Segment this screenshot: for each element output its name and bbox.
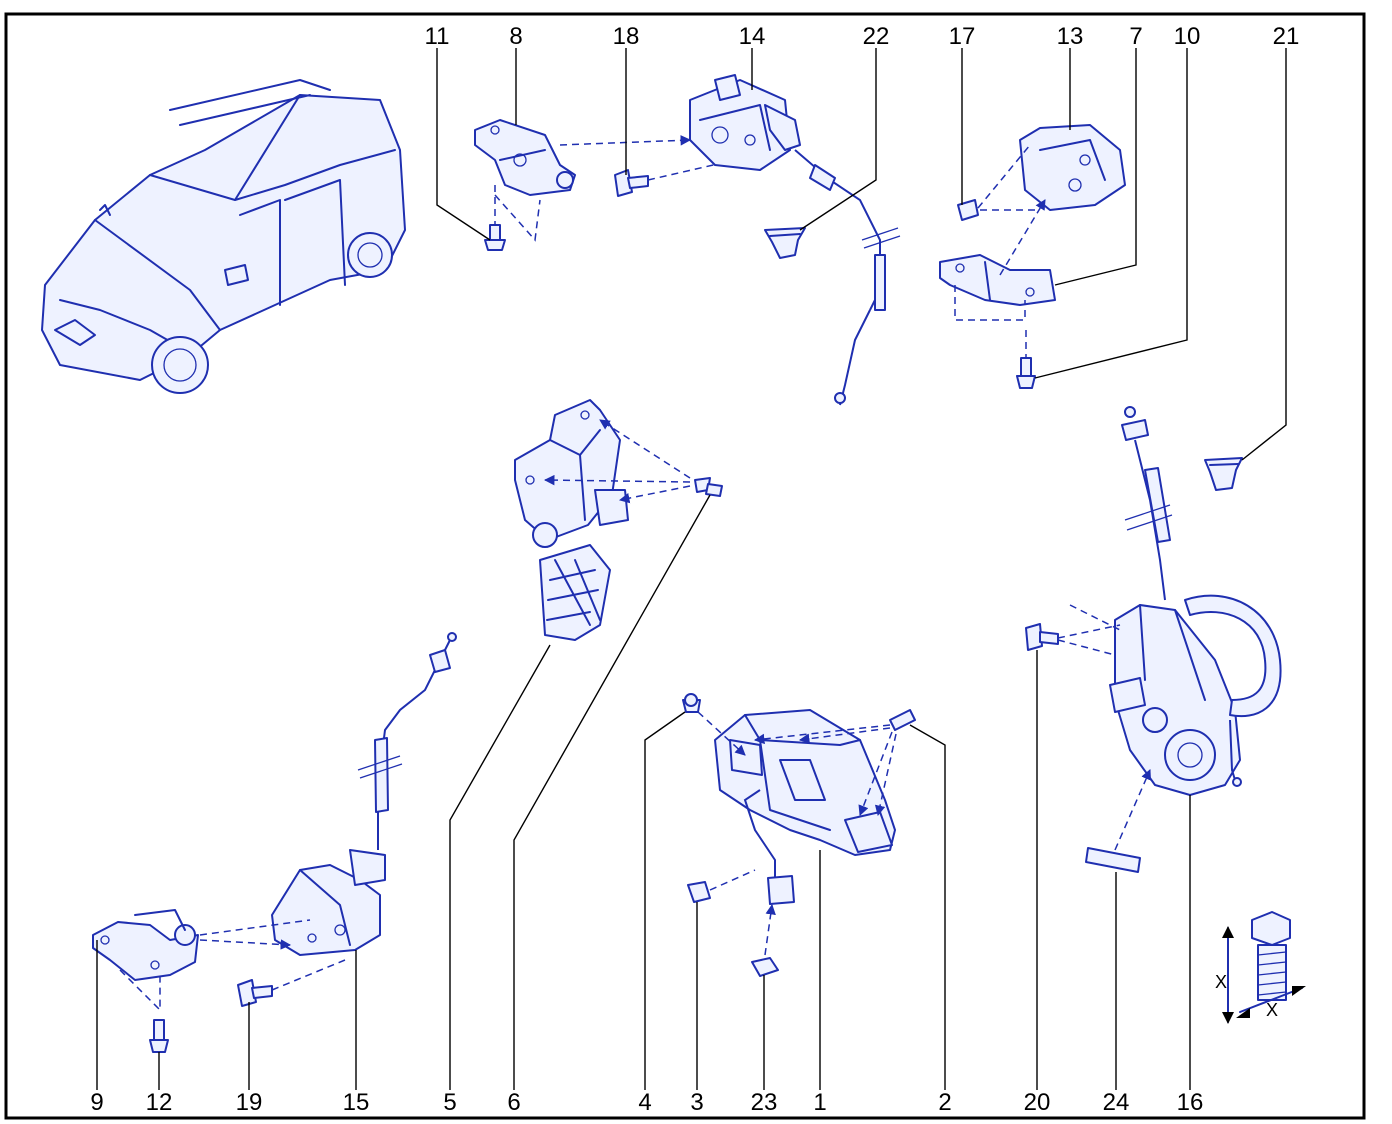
callout-2: 2	[938, 1089, 951, 1116]
lock-1	[714, 709, 896, 856]
lock-15	[271, 849, 386, 956]
callout-1: 1	[813, 1089, 826, 1116]
lock-14	[689, 74, 801, 171]
leader-lines	[96, 48, 1287, 1090]
screw-3	[687, 881, 711, 903]
screw-18	[614, 169, 649, 197]
callout-23: 23	[751, 1089, 778, 1116]
callout-13: 13	[1057, 23, 1084, 50]
screw-12	[149, 1019, 169, 1053]
screw-6	[694, 477, 723, 497]
bracket-7	[939, 254, 1056, 306]
hinge-5	[514, 399, 629, 641]
callout-7: 7	[1129, 23, 1142, 50]
screw-2	[889, 709, 916, 731]
vehicle-illustration	[41, 79, 406, 394]
callout-10: 10	[1174, 23, 1201, 50]
callout-21: 21	[1273, 23, 1300, 50]
hinge-9	[92, 909, 199, 981]
callout-18: 18	[613, 23, 640, 50]
callout-6: 6	[507, 1089, 520, 1116]
thread-length-label: X	[1215, 972, 1227, 992]
lock-16	[1109, 594, 1282, 796]
callout-17: 17	[949, 23, 976, 50]
screw-11	[484, 224, 506, 251]
callout-22: 22	[863, 23, 890, 50]
callout-16: 16	[1177, 1089, 1204, 1116]
screw-10	[1016, 357, 1036, 389]
screw-17	[957, 199, 979, 221]
callout-19: 19	[236, 1089, 263, 1116]
clip-21	[1204, 457, 1243, 491]
screw-19	[237, 979, 273, 1007]
callout-24: 24	[1103, 1089, 1130, 1116]
screw-20	[1025, 623, 1059, 651]
bolt-dimension-icon: X X	[1215, 911, 1306, 1024]
callout-14: 14	[739, 23, 766, 50]
connector-23	[751, 875, 795, 977]
screw-4	[682, 693, 701, 713]
callout-3: 3	[690, 1089, 703, 1116]
callout-15: 15	[343, 1089, 370, 1116]
callout-8: 8	[509, 23, 522, 50]
diagram-frame	[4, 12, 1366, 1120]
callout-9: 9	[90, 1089, 103, 1116]
callout-4: 4	[638, 1089, 651, 1116]
callout-numbers: 11 8 18 14 22 17 13 7 10 21 5 6 4 3 23 1…	[90, 23, 1299, 1116]
callout-12: 12	[146, 1089, 173, 1116]
callout-5: 5	[443, 1089, 456, 1116]
thread-diameter-label: X	[1266, 1000, 1278, 1020]
cable-14	[794, 149, 881, 311]
lock-13	[1019, 124, 1126, 211]
clip-22	[764, 227, 806, 259]
pad-24	[1085, 847, 1141, 873]
callout-11: 11	[425, 23, 450, 50]
hinge-8	[474, 119, 576, 196]
callout-20: 20	[1024, 1089, 1051, 1116]
